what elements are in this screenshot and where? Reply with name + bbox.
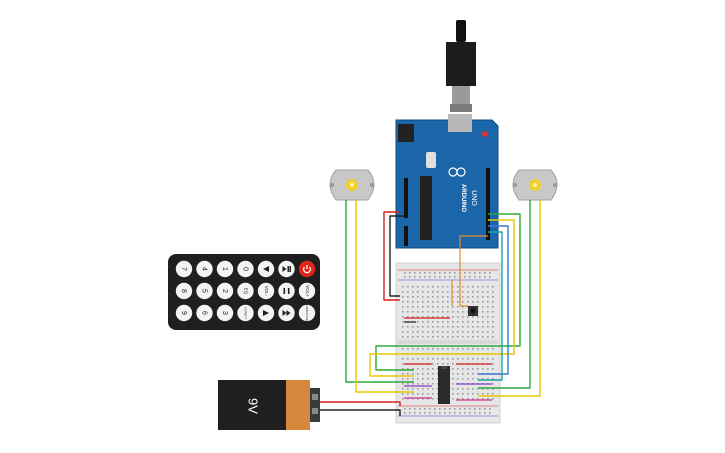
- remote-button[interactable]: 7: [175, 260, 193, 278]
- arduino-uno-board[interactable]: ARDUINO UNO: [395, 114, 499, 249]
- remote-button-label: ST/REPT: [244, 307, 248, 320]
- remote-rewind-icon[interactable]: [257, 260, 275, 278]
- remote-power-icon[interactable]: [298, 260, 316, 278]
- remote-button-grid: 7 4 1 0 8 5 2 EQ VOL- VOL+ 9 6 3 ST/REPT FUNC/STOP: [175, 260, 316, 322]
- remote-button[interactable]: 8: [175, 282, 193, 300]
- usb-cable: [446, 20, 476, 112]
- wire-motor-left-a: [345, 200, 414, 383]
- dc-motor-right[interactable]: [512, 169, 558, 201]
- arduino-model: UNO: [470, 190, 477, 206]
- remote-button[interactable]: 3: [216, 304, 234, 322]
- remote-button-label: 6: [201, 311, 208, 315]
- arduino-brand: ARDUINO: [460, 184, 466, 212]
- remote-button[interactable]: ST/REPT: [237, 304, 254, 322]
- dc-motor-left[interactable]: [329, 169, 375, 201]
- remote-play-pause-icon[interactable]: [278, 260, 295, 278]
- digital-header: [486, 168, 490, 240]
- remote-button[interactable]: 1: [216, 260, 234, 278]
- crystal: [426, 152, 436, 168]
- power-jack: [398, 124, 414, 142]
- remote-button-label: 5: [201, 289, 208, 293]
- motor-driver-chip[interactable]: [438, 366, 450, 404]
- remote-button[interactable]: 4: [196, 260, 213, 278]
- remote-button-label: 1: [221, 267, 228, 271]
- remote-button[interactable]: 2: [216, 282, 234, 300]
- remote-button-label: 8: [180, 289, 187, 293]
- usb-port: [448, 114, 472, 132]
- battery-terminal-negative: [312, 408, 318, 414]
- remote-button[interactable]: VOL-: [257, 282, 275, 300]
- wire-control-2: [369, 219, 515, 377]
- remote-stop-icon[interactable]: [278, 282, 295, 300]
- wire-gnd: [389, 215, 404, 297]
- ir-receiver[interactable]: [468, 306, 478, 316]
- remote-fast-forward-icon[interactable]: [278, 304, 295, 322]
- remote-button[interactable]: 9: [175, 304, 193, 322]
- remote-button[interactable]: FUNC/STOP: [298, 304, 316, 322]
- ir-remote[interactable]: 7 4 1 0 8 5 2 EQ VOL- VOL+ 9 6 3 ST/REPT FUNC/STOP: [168, 254, 320, 330]
- wire-motor-right-a: [478, 200, 531, 389]
- atmega-chip: [420, 176, 432, 240]
- wire-motor-left-b: [355, 200, 414, 393]
- remote-button[interactable]: 5: [196, 282, 213, 300]
- wire-motor-right-b: [478, 200, 541, 397]
- arduino-infinity-logo: [448, 167, 466, 177]
- remote-button-label: 2: [221, 289, 228, 293]
- wire-5v: [383, 211, 400, 301]
- remote-button-label: 4: [201, 267, 208, 271]
- remote-button-label: 9: [180, 311, 187, 315]
- wire-control-4: [478, 231, 503, 381]
- remote-button-label: FUNC/STOP: [305, 304, 309, 321]
- power-header: [404, 178, 408, 218]
- battery-9v[interactable]: 9V: [218, 380, 320, 430]
- remote-button[interactable]: VOL+: [298, 282, 316, 300]
- wire-control-3: [478, 225, 509, 375]
- remote-button-label: 3: [221, 311, 228, 315]
- wire-ir-signal: [459, 235, 488, 307]
- remote-button-label: VOL-: [264, 286, 269, 297]
- remote-button-label: 7: [180, 267, 187, 271]
- battery-label: 9V: [246, 398, 261, 414]
- wire-battery-positive: [318, 401, 401, 406]
- remote-button-label: VOL+: [305, 285, 310, 297]
- wire-control-1: [375, 213, 521, 371]
- remote-button[interactable]: 0: [237, 260, 254, 278]
- wire-battery-negative: [318, 409, 401, 416]
- remote-button-label: 0: [242, 267, 249, 271]
- remote-button[interactable]: 6: [196, 304, 213, 322]
- wires: [318, 200, 541, 416]
- remote-up-icon[interactable]: [257, 304, 275, 322]
- battery-terminal-positive: [312, 394, 318, 400]
- remote-button-label: EQ: [243, 288, 248, 295]
- analog-header: [404, 226, 408, 246]
- reset-button[interactable]: [482, 131, 488, 137]
- remote-button[interactable]: EQ: [237, 282, 254, 300]
